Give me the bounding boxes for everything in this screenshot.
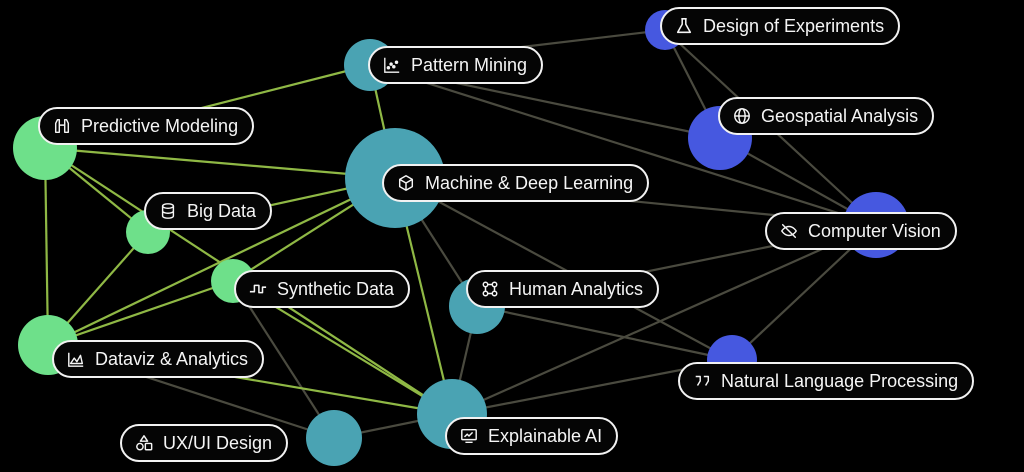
node-label: Natural Language Processing bbox=[721, 370, 959, 391]
node-label: Machine & Deep Learning bbox=[425, 172, 634, 193]
nodes-icon bbox=[480, 279, 500, 299]
edge-ml-nlp bbox=[394, 177, 733, 361]
flask-icon bbox=[674, 16, 694, 36]
node-label: Design of Experiments bbox=[703, 15, 885, 36]
node-ux-ui-design[interactable]: UX/UI Design bbox=[120, 424, 289, 462]
quote-icon bbox=[692, 371, 712, 391]
shapes-icon bbox=[134, 433, 154, 453]
area-chart-icon bbox=[66, 349, 86, 369]
node-dataviz-analytics[interactable]: Dataviz & Analytics bbox=[52, 340, 265, 378]
node-human-analytics[interactable]: Human Analytics bbox=[466, 270, 660, 308]
node-circle-uxui bbox=[306, 410, 362, 466]
node-predictive-modeling[interactable]: Predictive Modeling bbox=[38, 107, 255, 145]
cube-icon bbox=[396, 173, 416, 193]
edge-synthetic-dataviz bbox=[47, 279, 234, 347]
node-pattern-mining[interactable]: Pattern Mining bbox=[368, 46, 544, 84]
presentation-icon bbox=[459, 426, 479, 446]
scatter-icon bbox=[382, 55, 402, 75]
node-label: Geospatial Analysis bbox=[761, 105, 919, 126]
node-label: UX/UI Design bbox=[163, 432, 273, 453]
edge-predictive-ml bbox=[44, 146, 396, 180]
edge-human-nlp bbox=[476, 304, 733, 362]
waveform-icon bbox=[248, 279, 268, 299]
node-design-of-experiments[interactable]: Design of Experiments bbox=[660, 7, 901, 45]
binoculars-icon bbox=[52, 116, 72, 136]
node-label: Dataviz & Analytics bbox=[95, 348, 249, 369]
edge-predictive-dataviz bbox=[43, 147, 50, 346]
node-explainable-ai[interactable]: Explainable AI bbox=[445, 417, 619, 455]
node-label: Predictive Modeling bbox=[81, 115, 239, 136]
edge-pattern-cv bbox=[369, 63, 877, 227]
node-label: Pattern Mining bbox=[411, 54, 528, 75]
node-machine-deep-learning[interactable]: Machine & Deep Learning bbox=[382, 164, 650, 202]
eye-off-icon bbox=[779, 221, 799, 241]
node-label: Explainable AI bbox=[488, 425, 603, 446]
node-natural-language-processing[interactable]: Natural Language Processing bbox=[678, 362, 975, 400]
edge-ml-dataviz bbox=[47, 177, 396, 346]
node-label: Synthetic Data bbox=[277, 278, 395, 299]
database-icon bbox=[158, 201, 178, 221]
globe-icon bbox=[732, 106, 752, 126]
node-label: Human Analytics bbox=[509, 278, 644, 299]
node-geospatial-analysis[interactable]: Geospatial Analysis bbox=[718, 97, 935, 135]
edge-cv-xai bbox=[451, 223, 877, 416]
node-synthetic-data[interactable]: Synthetic Data bbox=[234, 270, 411, 308]
node-label: Big Data bbox=[187, 200, 257, 221]
node-computer-vision[interactable]: Computer Vision bbox=[765, 212, 957, 250]
node-label: Computer Vision bbox=[808, 220, 941, 241]
node-big-data[interactable]: Big Data bbox=[144, 192, 273, 230]
